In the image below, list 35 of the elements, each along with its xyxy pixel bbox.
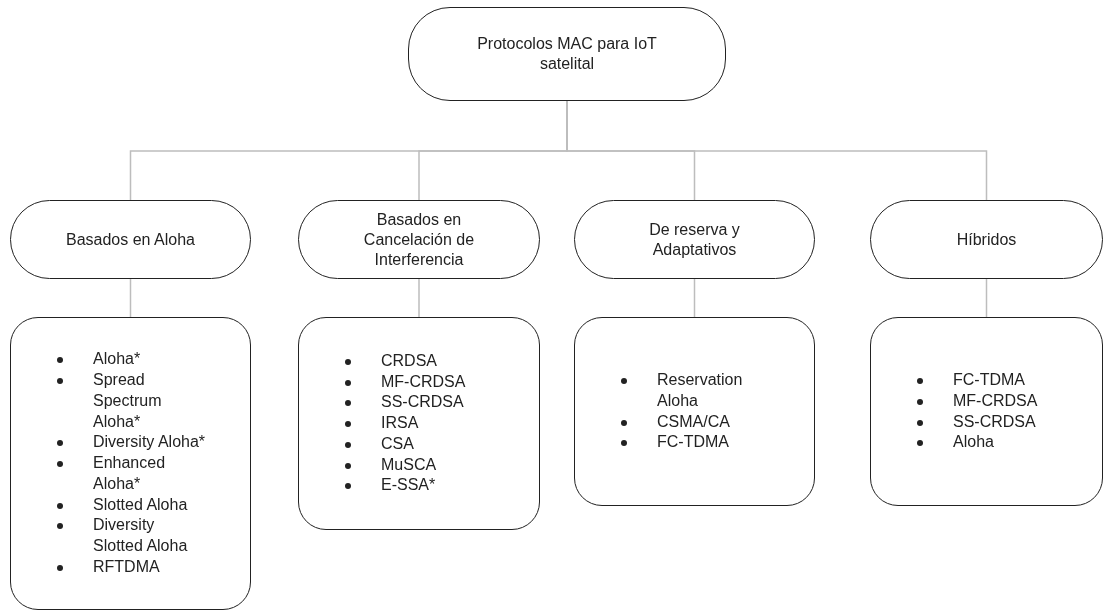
list-item: Diversity Aloha* [93, 433, 206, 451]
list-item: SS-CRDSA [953, 412, 1036, 430]
list-item: SS-CRDSA [381, 393, 464, 411]
node-label: Protocolos MAC para IoT satelital [476, 34, 658, 74]
connector-line [129, 278, 132, 318]
list-item: CRDSA [381, 351, 437, 369]
node-label: Híbridos [956, 229, 1017, 250]
connector-line [418, 278, 420, 318]
list-item: CSA [381, 434, 414, 452]
list-item: MF-CRDSA [381, 372, 466, 390]
list-item: Aloha [953, 433, 994, 451]
node-label: Basados en Cancelación de Interferencia [362, 209, 476, 270]
list-item: Slotted Aloha [93, 495, 188, 513]
list-item: Diversity Slotted Aloha [93, 516, 188, 555]
list-item: Spread Spectrum Aloha* [93, 370, 162, 430]
list-card [574, 317, 815, 506]
list-card [298, 317, 540, 530]
list-item: IRSA [381, 414, 419, 432]
list-card [870, 317, 1103, 506]
list-item: MuSCA [381, 455, 437, 473]
connector-line [985, 278, 988, 318]
list-item: E-SSA* [381, 476, 436, 494]
list-item: FC-TDMA [953, 370, 1025, 388]
list-item: Aloha* [93, 350, 141, 368]
list-item: Reservation Aloha [657, 370, 743, 409]
node-label: De reserva y Adaptativos [648, 219, 741, 260]
list-item: Enhanced Aloha* [93, 454, 166, 492]
category-node [870, 200, 1103, 279]
connector-line [693, 278, 696, 318]
list-item: FC-TDMA [657, 433, 729, 451]
list-card [10, 317, 251, 610]
list-item: MF-CRDSA [953, 391, 1038, 409]
list-item: RFTDMA [93, 558, 160, 576]
node-label: Basados en Aloha [66, 229, 195, 250]
list-item: CSMA/CA [657, 412, 730, 430]
